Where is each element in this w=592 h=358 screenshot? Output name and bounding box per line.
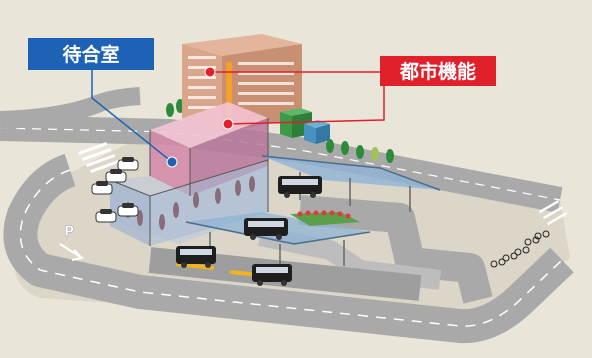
bus-window — [248, 221, 284, 227]
tree — [356, 145, 364, 159]
bus — [244, 218, 288, 240]
waiting-room-label-box — [28, 38, 154, 70]
office-building — [182, 34, 302, 132]
shop-wall — [316, 124, 330, 144]
bus-window — [256, 267, 288, 273]
building-roof — [182, 34, 302, 56]
upper-road-dash — [0, 127, 561, 201]
waiting-room-callout: 待合室 — [28, 38, 154, 70]
urban-function-leader — [227, 72, 385, 125]
block-top — [150, 102, 268, 148]
bus — [252, 264, 292, 286]
bus-window — [180, 249, 212, 255]
bicycle-parking — [490, 230, 550, 268]
bicycle-icon — [524, 236, 540, 246]
waiting-room-marker — [166, 156, 178, 168]
tree — [326, 139, 334, 153]
bicycle-icon — [534, 230, 550, 240]
shop-wall — [304, 124, 316, 144]
bicycle-icon — [502, 252, 518, 262]
bus — [176, 246, 216, 268]
callout-leaders — [91, 66, 385, 163]
bicycle-icon — [490, 258, 506, 268]
waiting-room-leader — [91, 66, 173, 163]
block-right-face — [190, 118, 268, 196]
bus — [278, 176, 322, 198]
bus-window — [282, 179, 318, 185]
shop-wall — [280, 112, 292, 138]
bicycle-icon — [514, 246, 530, 256]
urban-function-marker — [222, 118, 234, 130]
svg-text:P: P — [64, 224, 74, 240]
parking-arrow — [59, 243, 85, 261]
outer-road — [3, 153, 574, 344]
tree — [166, 103, 174, 117]
urban-function-label: 都市機能 — [399, 60, 476, 83]
upper-left-road — [0, 87, 141, 129]
canopy-edge — [261, 155, 441, 191]
car-icon — [91, 181, 113, 195]
canopy-edge — [185, 221, 371, 245]
urban-function-callout: 都市機能 — [380, 56, 496, 86]
inner-lane — [298, 195, 493, 304]
urban-function-label-box — [380, 56, 496, 86]
tree — [371, 147, 379, 161]
building-windows — [188, 56, 294, 109]
car-icon — [95, 209, 117, 223]
flowers — [297, 210, 351, 219]
building-accent — [226, 62, 232, 122]
urban-function-block — [150, 102, 268, 196]
car-icon — [117, 203, 139, 217]
crosswalk-right — [538, 200, 568, 226]
canopy-roof — [262, 156, 440, 190]
crosswalk — [78, 141, 120, 174]
car-queue — [91, 157, 139, 223]
car-icon — [117, 157, 139, 171]
flower-bed-base — [290, 212, 360, 226]
urban-function-marker — [204, 66, 216, 78]
waiting-room-label: 待合室 — [62, 43, 119, 66]
tree — [341, 141, 349, 155]
car-icon — [105, 169, 127, 183]
tree — [386, 149, 394, 163]
flower-bed — [290, 210, 360, 226]
shop-roof — [280, 108, 312, 116]
parking-sign-icon: P — [59, 224, 85, 261]
